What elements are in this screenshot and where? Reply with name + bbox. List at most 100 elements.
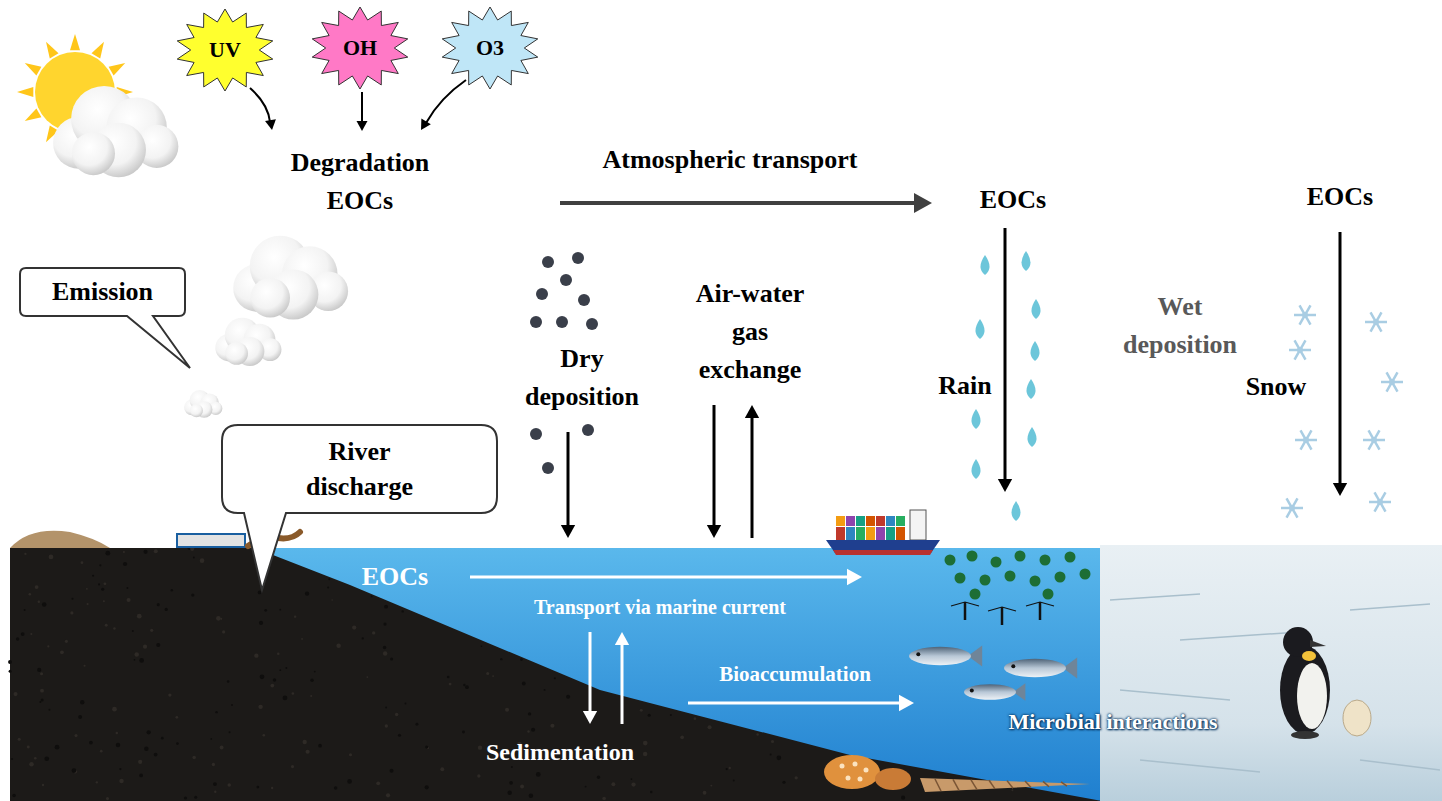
fish-body — [964, 684, 1016, 700]
sediment-grain — [384, 605, 388, 609]
sediment-grain — [477, 774, 480, 777]
shell-spot — [858, 777, 863, 782]
arrow-head — [615, 632, 629, 645]
sediment-grain — [138, 760, 142, 764]
sediment-grain — [105, 624, 108, 627]
sediment-grain — [328, 578, 330, 580]
ship-container — [866, 516, 875, 526]
sediment-grain — [531, 728, 535, 732]
sediment-grain — [650, 791, 652, 793]
shell-spot — [846, 776, 851, 781]
sediment-grain — [139, 774, 143, 778]
snowflake-core — [1303, 437, 1309, 443]
ground-layer — [8, 531, 1442, 801]
sediment-grain — [640, 709, 643, 712]
sediment-grain — [708, 725, 712, 729]
ship-container — [846, 516, 855, 526]
sediment-grain — [144, 746, 148, 750]
diagram-label: Sedimentation — [486, 735, 634, 770]
sediment-grain — [49, 555, 54, 560]
sediment-grain — [157, 603, 160, 606]
sediment-grain — [258, 590, 262, 594]
sediment-grain — [294, 615, 296, 617]
sediment-grain — [123, 562, 127, 566]
sediment-grain — [643, 752, 648, 757]
sediment-grain — [72, 768, 77, 773]
sun-ray — [109, 63, 126, 76]
penguin-belly — [1297, 663, 1327, 729]
sediment-grain — [386, 793, 390, 797]
cloud-puff — [250, 278, 290, 318]
sediment-grain — [175, 716, 178, 719]
phytoplankton-cell — [967, 551, 978, 562]
node-text: UV — [209, 35, 241, 65]
cloud-puff — [225, 342, 248, 365]
sediment-grain — [39, 701, 41, 703]
sediment-grain — [710, 785, 712, 787]
sediment-grain — [611, 782, 615, 786]
phytoplankton-cell — [1040, 555, 1051, 566]
sediment-grain — [597, 776, 600, 779]
sediment-grain — [143, 645, 147, 649]
penguin-foot — [1291, 731, 1319, 739]
sediment-grain — [303, 740, 307, 744]
arrow-shaft — [250, 88, 270, 122]
sediment-grain — [44, 756, 49, 761]
sediment-grain — [119, 768, 121, 770]
diagram-label: EOCs — [980, 181, 1046, 219]
starburst-node: OH — [310, 6, 410, 90]
snowflake-core — [1302, 312, 1308, 318]
sediment-grain — [18, 738, 21, 741]
snowflake-arm — [1375, 492, 1386, 511]
sediment-grain — [171, 589, 173, 591]
sediment-grain — [270, 684, 274, 688]
sediment-grain — [47, 645, 49, 647]
sediment-grain — [782, 781, 785, 784]
arrow-head — [583, 711, 597, 724]
cowrie-shell — [824, 755, 880, 789]
sediment-grain — [191, 593, 194, 596]
sediment-grain — [670, 714, 672, 716]
sediment-grain — [260, 674, 265, 679]
sediment-grain — [194, 796, 197, 799]
sediment-grain — [70, 611, 73, 614]
node-text-group: River discharge — [290, 434, 430, 504]
sediment-grain — [81, 561, 84, 564]
arrow-shaft — [589, 632, 592, 712]
sediment-grain — [390, 769, 394, 773]
sediment-grain — [544, 689, 546, 691]
snowflake-arm — [1371, 312, 1382, 331]
diagram-label: Bioaccumulation — [719, 659, 871, 689]
sediment-grain — [193, 557, 195, 559]
sediment-grain — [585, 786, 587, 788]
phytoplankton-cell — [1005, 571, 1016, 582]
sediment-grain — [156, 643, 160, 647]
plankton-group — [945, 551, 1091, 626]
sediment-grain — [362, 637, 364, 639]
particle-dot — [586, 318, 598, 330]
sediment-grain — [103, 600, 105, 602]
zooplankton-body — [1001, 607, 1004, 625]
sediment-grain — [305, 591, 309, 595]
sediment-grain — [24, 609, 26, 611]
sediment-grain — [733, 780, 735, 782]
ice-crack — [1140, 760, 1260, 772]
sediment-grain — [492, 675, 494, 677]
node-text: Emission — [52, 274, 153, 309]
sediment-grain — [301, 638, 303, 640]
sediment-grain — [34, 757, 37, 760]
tower-shell — [920, 778, 1090, 792]
sediment-grain — [137, 614, 142, 619]
penguin-beak — [1310, 640, 1326, 647]
sediment-grain — [306, 750, 310, 754]
particle-dot — [578, 294, 590, 306]
fish-body — [1004, 659, 1066, 678]
sediment-grain — [507, 790, 511, 794]
sediment-grain — [398, 734, 401, 737]
snowflake-arm — [1375, 492, 1386, 511]
sediment-grain — [150, 629, 153, 632]
sediment-grain — [291, 765, 294, 768]
sediment-grain — [40, 672, 43, 675]
ice-crack — [1110, 594, 1200, 600]
sediment-grain — [48, 709, 50, 711]
